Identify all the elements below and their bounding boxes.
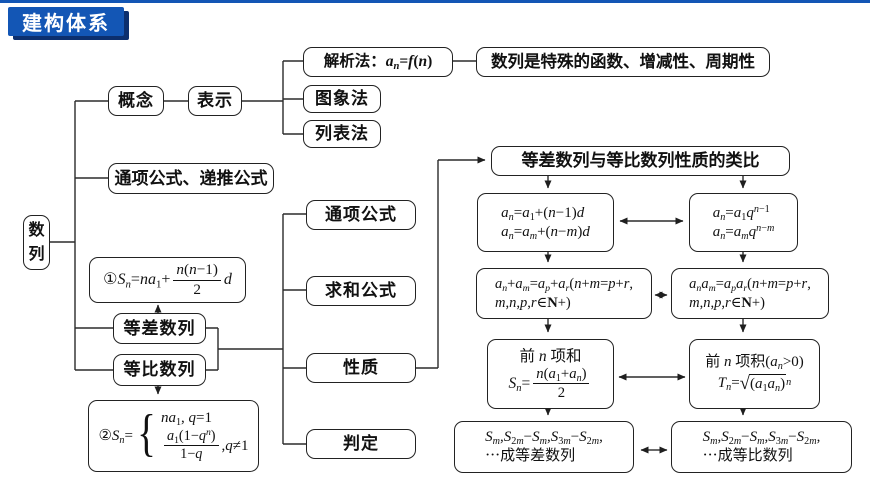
node-analogy-title: 等差数列与等比数列性质的类比 xyxy=(491,146,790,176)
node-geom-sum-formula: ②Sn= { na1, q=1 a1(1−qn) 1−q ,q≠1 xyxy=(88,400,259,472)
radical-sign: √ xyxy=(739,372,750,394)
node-arith-sum-formula: ①Sn=na1+ n(n−1) 2 d xyxy=(89,257,246,303)
node-arith-general-term: an=a1+(n−1)d an=am+(n−m)d xyxy=(477,193,614,252)
cases-brace: { xyxy=(137,405,156,463)
fraction: n(n−1) 2 xyxy=(173,261,221,298)
node-function-note: 数列是特殊的函数、增减性、周期性 xyxy=(476,47,770,77)
node-geom-general-term: an=a1qn−1 an=amqn−m xyxy=(689,193,798,252)
node-sequence-root: 数列 xyxy=(23,215,50,270)
fraction: a1(1−qn) 1−q xyxy=(163,428,219,463)
node-properties: 性质 xyxy=(306,353,416,383)
node-tabular-method: 列表法 xyxy=(303,120,381,148)
node-representation: 表示 xyxy=(188,86,242,116)
fraction: n(a1+an) 2 xyxy=(533,366,590,401)
node-geom-prod-n-terms: 前 n 项积(an>0) Tn= √ (a1an) n xyxy=(689,339,820,409)
node-judgement: 判定 xyxy=(306,429,416,459)
top-rule xyxy=(0,0,870,3)
node-arith-term-sum-property: an+am=ap+ar(n+m=p+r, m,n,p,r∈N+) xyxy=(476,268,652,319)
section-badge: 建构体系 xyxy=(8,7,124,36)
node-analytic-method: 解析法：an=f(n) xyxy=(303,47,453,77)
node-geom-term-prod-property: anam=apar(n+m=p+r, m,n,p,r∈N+) xyxy=(671,268,829,319)
node-arith-sum-n-terms: 前 n 项和 Sn= n(a1+an) 2 xyxy=(487,339,614,409)
node-arithmetic-sequence: 等差数列 xyxy=(113,313,206,344)
node-general-term: 通项公式 xyxy=(306,200,416,230)
node-graphical-method: 图象法 xyxy=(303,85,381,113)
node-arith-block-sums: Sm,S2m−Sm,S3m−S2m, ⋯成等差数列 xyxy=(454,421,634,473)
node-sum-formula: 求和公式 xyxy=(306,276,416,306)
node-general-recursive-formula: 通项公式、递推公式 xyxy=(108,163,274,194)
node-geometric-sequence: 等比数列 xyxy=(113,354,206,386)
node-geom-block-sums: Sm,S2m−Sm,S3m−S2m, ⋯成等比数列 xyxy=(671,421,852,473)
section-badge-label: 建构体系 xyxy=(22,13,110,35)
node-concept: 概念 xyxy=(108,86,164,116)
cases: na1, q=1 a1(1−qn) 1−q ,q≠1 xyxy=(160,409,249,463)
